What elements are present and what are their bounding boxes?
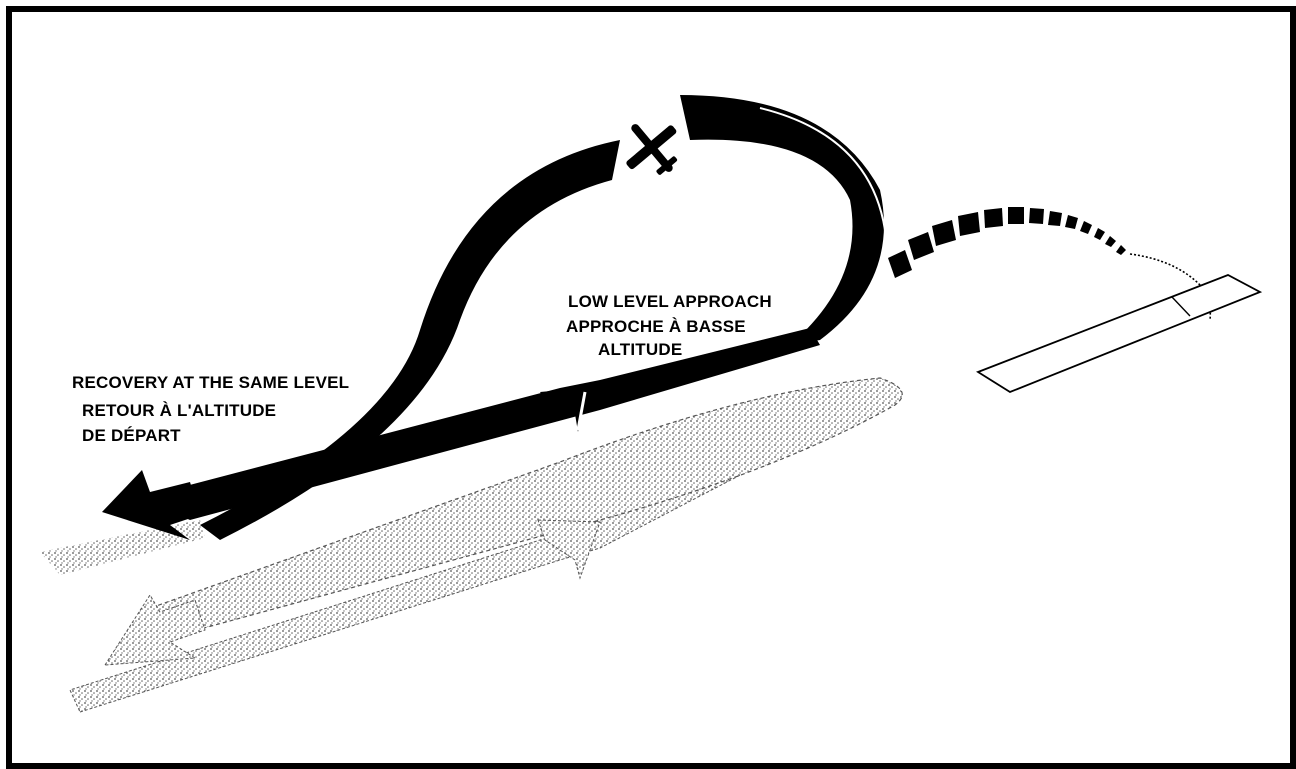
ground-shadow-arrowhead-left (104, 594, 206, 666)
flight-path-loop-highlight (759, 107, 886, 231)
recovery-arrowhead (102, 470, 200, 540)
runway (975, 274, 1263, 394)
dashed-approach-arc (888, 207, 1212, 321)
altitude-label: ALTITUDE (598, 340, 683, 359)
low-level-approach-label: LOW LEVEL APPROACH (568, 292, 772, 311)
approach-arrowhead (540, 388, 585, 432)
retour-altitude-label: RETOUR À L'ALTITUDE (82, 401, 277, 420)
flight-path-return-band (140, 328, 820, 520)
recovery-label: RECOVERY AT THE SAME LEVEL (72, 373, 350, 392)
ground-shadow-arrowhead-right (537, 519, 601, 580)
ground-trail-left (40, 520, 205, 575)
airplane-icon (626, 124, 678, 175)
flight-path-loop-left (200, 140, 620, 540)
de-depart-label: DE DÉPART (82, 426, 181, 445)
approach-arrow-divider (576, 391, 587, 431)
flight-path-loop-right (680, 95, 884, 345)
approche-basse-label: APPROCHE À BASSE (566, 317, 746, 336)
ground-shadow-loop (144, 377, 903, 641)
